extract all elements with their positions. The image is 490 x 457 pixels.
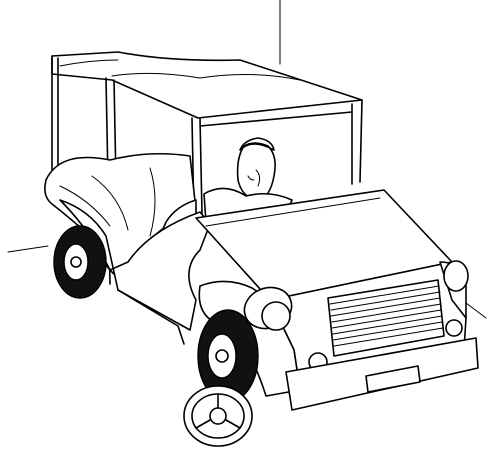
car-canopy: [51, 51, 363, 285]
steering-wheel: [183, 385, 253, 447]
front-bumper: [285, 337, 479, 411]
front-wheel: [197, 309, 259, 403]
rear-wheel: [53, 225, 107, 299]
headlights: [243, 260, 469, 372]
front-grille: [327, 279, 445, 357]
